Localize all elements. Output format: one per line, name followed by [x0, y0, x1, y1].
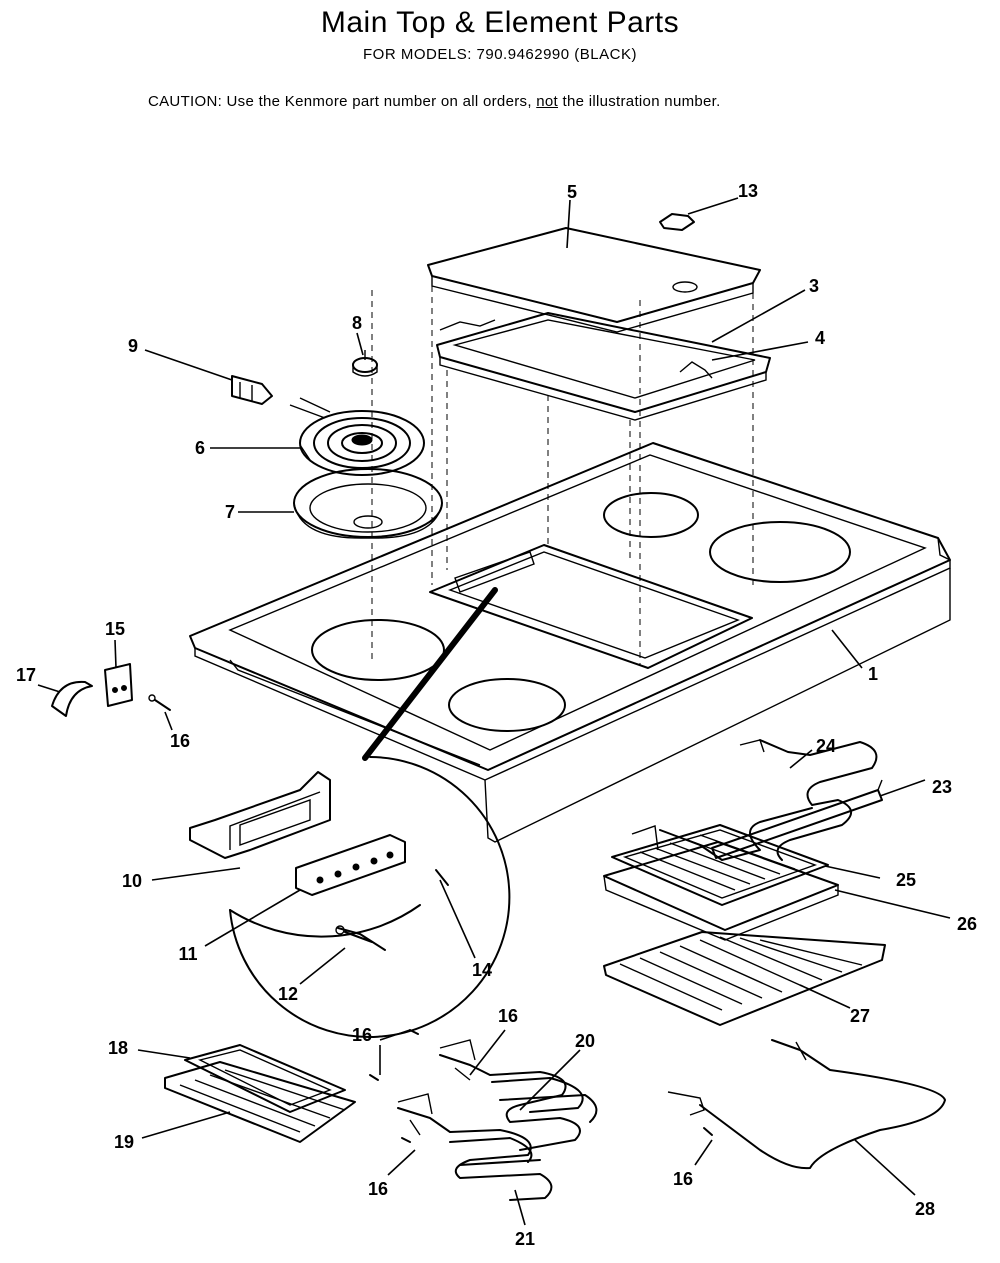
callout-6: 6	[195, 438, 205, 458]
detail-magnifier	[229, 587, 511, 1038]
caution-prefix: CAUTION: Use the Kenmore part number on …	[148, 93, 537, 110]
callout-16-top: 16	[498, 1006, 518, 1026]
part-screw-14	[435, 869, 449, 886]
callout-24: 24	[816, 736, 836, 756]
part-insert-panel	[436, 312, 771, 421]
part-terminal-bracket	[189, 771, 331, 859]
callout-20: 20	[575, 1031, 595, 1051]
part-main-top	[189, 442, 951, 843]
part-small-rack	[164, 1061, 356, 1143]
callout-27: 27	[850, 1006, 870, 1026]
callout-7: 7	[225, 502, 235, 522]
part-side-bracket	[104, 663, 133, 707]
callout-19: 19	[114, 1132, 134, 1152]
part-second-bake-element	[397, 1093, 553, 1201]
models-subtitle: FOR MODELS: 790.9462990 (BLACK)	[363, 46, 637, 63]
part-knob	[352, 350, 378, 377]
part-cover	[427, 227, 761, 333]
callout-13: 13	[738, 181, 758, 201]
part-oven-rack	[603, 931, 886, 1026]
callout-16-right: 16	[673, 1169, 693, 1189]
callout-28: 28	[915, 1199, 935, 1219]
part-handle	[51, 680, 93, 717]
callout-25: 25	[896, 870, 916, 890]
caution-note: CAUTION: Use the Kenmore part number on …	[148, 93, 721, 110]
callout-18: 18	[108, 1038, 128, 1058]
part-coil-element	[289, 397, 425, 476]
part-screws-16	[369, 1029, 713, 1143]
callout-26: 26	[957, 914, 977, 934]
part-terminal-block	[231, 375, 273, 405]
part-small-pan	[184, 1044, 346, 1113]
part-terminal-strip	[295, 834, 406, 896]
part-drip-pan	[293, 468, 443, 539]
leader-lines	[37, 197, 951, 1226]
callout-16-left: 16	[170, 731, 190, 751]
callout-1: 1	[868, 664, 878, 684]
callout-16-top-left: 16	[352, 1025, 372, 1045]
caution-suffix: the illustration number.	[558, 93, 721, 110]
callout-21: 21	[515, 1229, 535, 1249]
callout-labels: 5 13 3 4 8 9 6 7 1 15 17 16 10 11 12 14 …	[16, 181, 977, 1249]
callout-17: 17	[16, 665, 36, 685]
callout-5: 5	[567, 182, 577, 202]
part-sensor-probe	[667, 1039, 946, 1170]
callout-15: 15	[105, 619, 125, 639]
part-broil-element	[631, 739, 883, 861]
page-title: Main Top & Element Parts	[320, 6, 680, 39]
part-broiler-pan	[603, 841, 839, 941]
callout-12: 12	[278, 984, 298, 1004]
callout-16-bottom: 16	[368, 1179, 388, 1199]
part-connector	[335, 925, 386, 951]
callout-23: 23	[932, 777, 952, 797]
caution-not: not	[536, 93, 559, 110]
callout-4: 4	[815, 328, 825, 348]
callout-14: 14	[472, 960, 492, 980]
part-screw-left	[148, 694, 171, 711]
callout-11: 11	[178, 944, 197, 964]
guide-lines	[371, 286, 754, 665]
callout-3: 3	[809, 276, 819, 296]
part-clip	[659, 213, 695, 231]
callout-9: 9	[128, 336, 138, 356]
callout-8: 8	[352, 313, 362, 333]
callout-10: 10	[122, 871, 142, 891]
